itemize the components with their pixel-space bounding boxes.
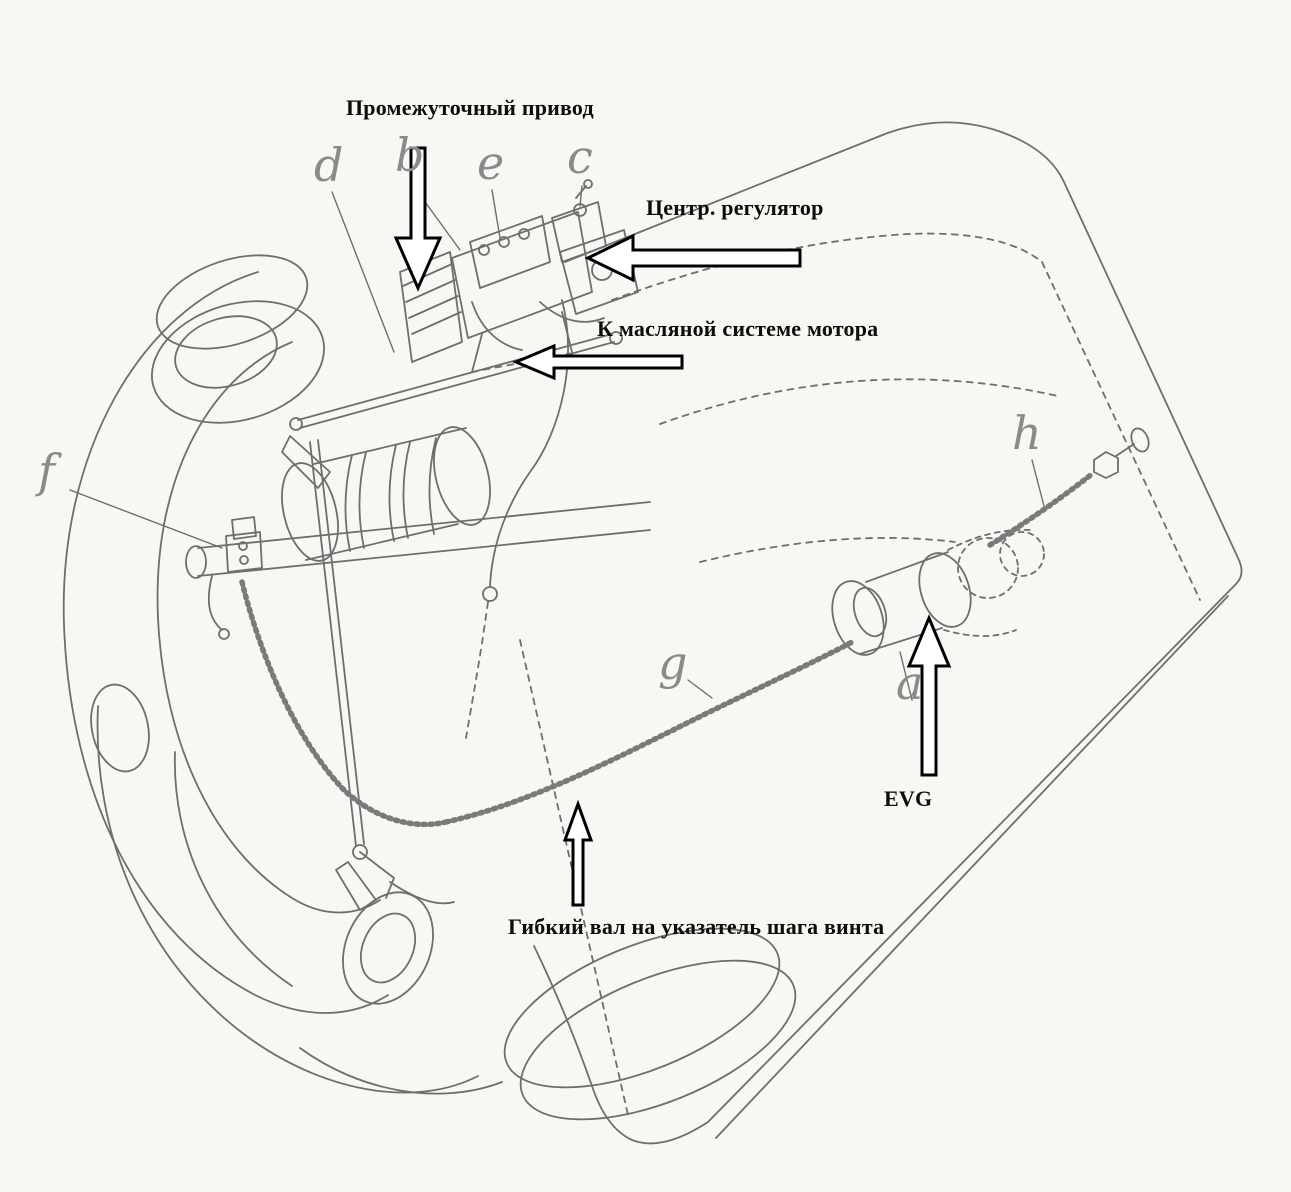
flexible-shaft-art: [239, 471, 1095, 828]
part-letter-g: g: [658, 636, 688, 690]
arrow-flexible-shaft: [562, 799, 594, 907]
part-letter-f: f: [38, 444, 56, 498]
label-flexible-shaft: Гибкий вал на указатель шага винта: [508, 914, 885, 939]
part-letter-d: d: [314, 138, 344, 192]
part-letter-e: e: [477, 136, 505, 190]
arrow-intermediate-drive: [393, 146, 443, 292]
arrow-central-governor: [584, 233, 802, 283]
engine-body-art: [62, 121, 1243, 1145]
label-oil-system: К масляной системе мотора: [597, 316, 879, 341]
label-evg: EVG: [884, 786, 933, 811]
arrow-oil-system: [512, 343, 684, 381]
part-letter-h: h: [1012, 406, 1042, 460]
part-letter-c: c: [567, 130, 593, 184]
label-central-governor: Центр. регулятор: [646, 195, 824, 220]
callout-arrows: [393, 146, 952, 907]
arrow-evg: [906, 614, 952, 777]
part-letter-a: a: [896, 656, 924, 710]
label-intermediate-drive: Промежуточный привод: [346, 95, 594, 120]
part-letter-b: b: [395, 128, 425, 182]
